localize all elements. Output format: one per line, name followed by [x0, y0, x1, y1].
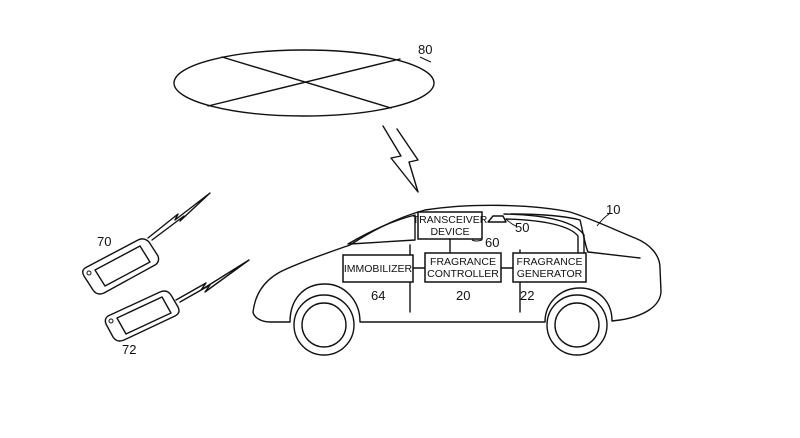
fragrance-controller-box: FRAGRANCE CONTROLLER: [424, 252, 502, 283]
ref-70: 70: [97, 234, 111, 249]
ref-60: 60: [485, 235, 499, 250]
leader-60: [471, 239, 483, 242]
server-ellipse: [173, 49, 435, 117]
leader-10: [596, 213, 610, 227]
svg-text:IMMOBILIZER: IMMOBILIZER: [344, 263, 413, 275]
immobilizer-box: IMMOBILIZER: [342, 254, 414, 283]
fragrance-generator-box: FRAGRANCE GENERATOR: [512, 252, 587, 283]
transceiver-device-box: TRANSCEIVER DEVICE: [413, 211, 488, 240]
ref-50: 50: [515, 220, 529, 235]
ref-20: 20: [456, 288, 470, 303]
svg-text:GENERATOR: GENERATOR: [517, 268, 583, 280]
sensor-50-icon: [487, 215, 507, 223]
svg-text:DEVICE: DEVICE: [430, 226, 469, 238]
wireless-signal-server: [382, 125, 419, 193]
leader-80: [419, 56, 432, 63]
wireless-signal-phone-70: [147, 192, 211, 241]
leader-50: [505, 218, 517, 227]
svg-text:FRAGRANCE: FRAGRANCE: [430, 256, 496, 268]
fragrance-duct: [505, 218, 579, 254]
svg-text:CONTROLLER: CONTROLLER: [427, 268, 499, 280]
svg-text:FRAGRANCE: FRAGRANCE: [517, 256, 583, 268]
ref-10: 10: [606, 202, 620, 217]
smartphone-70-icon: [82, 238, 160, 295]
wireless-signal-phone-72: [175, 259, 250, 303]
front-wheel: [293, 294, 355, 356]
ref-80: 80: [418, 42, 432, 57]
ref-64: 64: [371, 288, 385, 303]
ref-22: 22: [520, 288, 534, 303]
ref-72: 72: [122, 342, 136, 357]
rear-wheel: [546, 294, 608, 356]
fragrance-duct-outer: [503, 213, 585, 254]
smartphone-72-icon: [104, 290, 180, 342]
svg-text:TRANSCEIVER: TRANSCEIVER: [413, 214, 488, 226]
